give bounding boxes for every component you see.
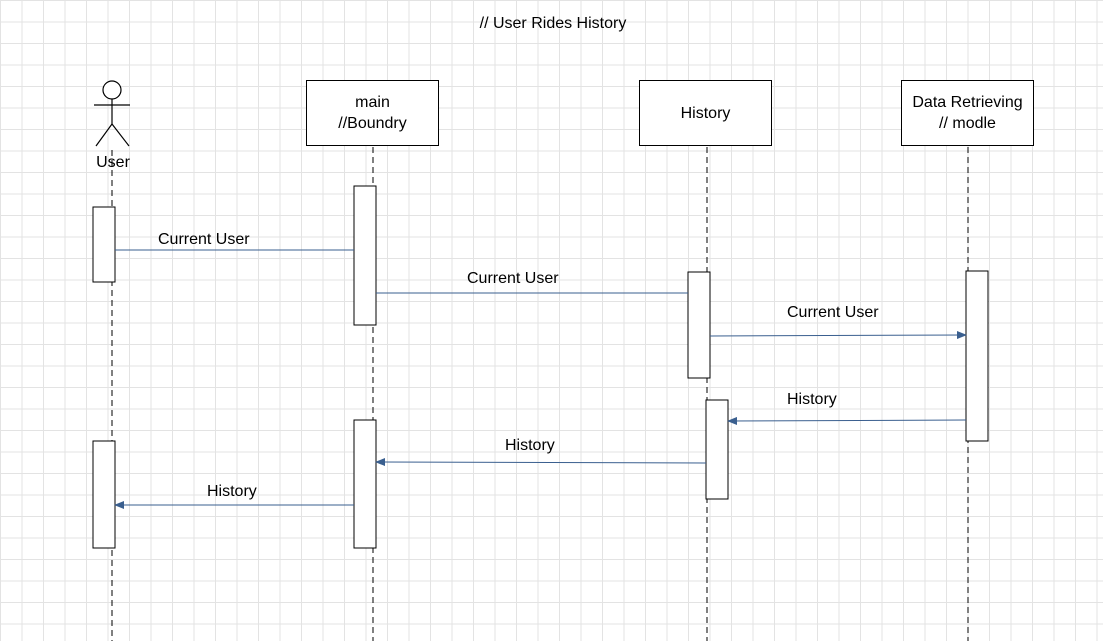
activation-user-2 [92, 440, 116, 549]
message-label-6: History [207, 483, 257, 500]
participant-data-retrieving-stereotype: // modle [939, 115, 996, 132]
message-label-4: History [787, 391, 837, 408]
user-actor-icon [94, 80, 130, 147]
message-label-2: Current User [467, 270, 559, 287]
message-label-3: Current User [787, 304, 879, 321]
diagram-title: // User Rides History [479, 15, 627, 32]
message-label-1: Current User [158, 231, 250, 248]
message-arrow-5 [375, 458, 707, 467]
activation-history-1 [687, 271, 711, 379]
activation-main-2 [353, 419, 377, 549]
participant-data-retrieving: Data Retrieving // modle [901, 80, 1034, 146]
participant-history: History [639, 80, 772, 146]
activation-data-retrieving [965, 270, 989, 442]
message-arrow-3 [709, 331, 967, 340]
message-arrow-4 [727, 416, 967, 425]
activation-history-2 [705, 399, 729, 500]
participant-main-name: main [355, 94, 390, 111]
participant-data-retrieving-name: Data Retrieving [912, 94, 1023, 111]
activation-main-1 [353, 185, 377, 326]
message-label-5: History [505, 437, 555, 454]
participant-main-stereotype: //Boundry [338, 115, 407, 132]
participant-main: main //Boundry [306, 80, 439, 146]
participant-history-name: History [680, 104, 731, 122]
participant-user-label: User [96, 154, 130, 171]
activation-user-1 [92, 206, 116, 283]
